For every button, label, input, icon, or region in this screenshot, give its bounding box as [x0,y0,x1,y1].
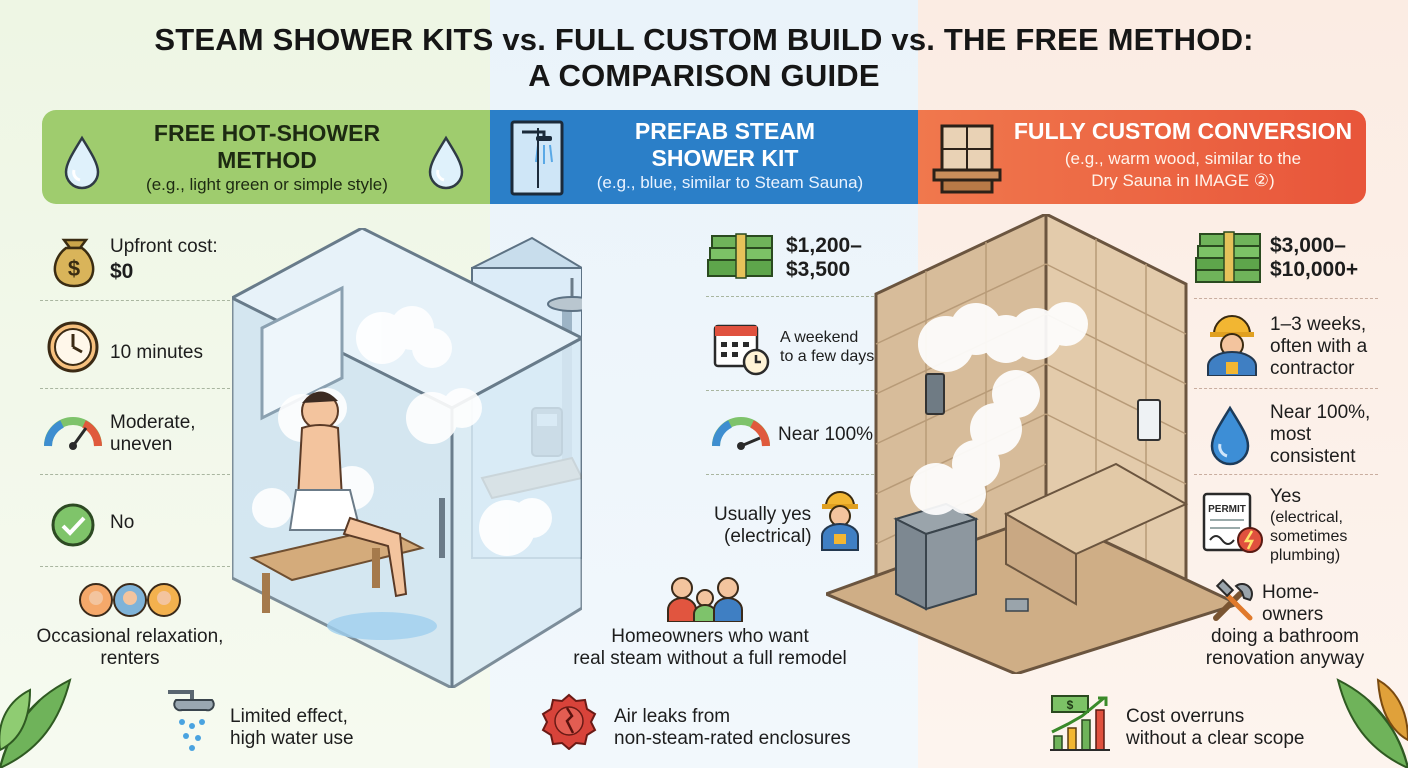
cash-stack-icon [1195,231,1261,283]
kit-permit-value: Usually yes(electrical) [714,504,812,547]
shower-head-icon [168,690,215,751]
free-steam-value: Moderate,uneven [110,412,196,455]
free-method-subtitle: (e.g., light green or simple style) [146,175,388,194]
kit-steam-value: Near 100% [778,424,874,445]
row-divider [1194,388,1378,389]
page-subtitle: A COMPARISON GUIDE [528,58,880,93]
svg-text:$: $ [1067,698,1074,712]
steam-shower-illustration [232,228,582,688]
worker-icon [1207,315,1257,376]
water-drop-icon [1210,405,1250,466]
growth-chart-icon: $ [1050,695,1110,751]
row-divider [706,296,874,297]
free-permit-value: No [110,512,135,533]
free-best-for: Occasional relaxation,renters [36,626,224,669]
money-bag-icon: $ [53,238,95,288]
prefab-kit-subtitle: (e.g., blue, similar to Steam Sauna) [596,173,864,192]
row-divider [40,474,230,475]
broken-seal-icon [541,693,597,750]
cash-stack-icon [707,233,773,279]
row-divider [1194,474,1378,475]
leaf-icon [0,678,72,768]
permit-icon: PERMIT [1202,492,1263,553]
kit-cost-value: $1,200–$3,500 [786,234,862,281]
row-divider [40,566,230,567]
people-icon [79,583,181,617]
water-drop-icon [428,135,464,190]
free-cost-value: $0 [110,260,134,283]
row-divider [40,300,230,301]
permit-badge-text: PERMIT [1208,504,1246,515]
row-divider [40,388,230,389]
calendar-icon [713,324,770,376]
free-drawback: Limited effect,high water use [230,706,354,749]
free-time-value: 10 minutes [110,342,203,363]
tools-icon [1213,578,1253,621]
custom-conversion-header: FULLY CUSTOM CONVERSION (e.g., warm wood… [918,110,1366,204]
custom-cost-value: $3,000–$10,000+ [1270,234,1359,281]
check-icon [51,503,95,547]
leaf-icon [1336,678,1408,768]
gauge-icon [44,417,102,450]
clock-icon [47,321,99,373]
custom-permit-value: Yes (electrical, sometimes plumbing) [1270,486,1348,564]
row-divider [1194,298,1378,299]
shower-enclosure-icon [510,120,564,196]
page-title: STEAM SHOWER KITS vs. FULL CUSTOM BUILD … [154,22,1254,57]
worker-icon [821,491,859,551]
tile-wall-icon [932,124,1002,194]
water-drop-icon [64,135,100,190]
family-icon [667,577,743,622]
svg-text:$: $ [68,256,80,281]
custom-best-for-top: Home-owners [1262,582,1324,625]
free-cost-label: Upfront cost: [110,236,218,257]
gauge-icon [712,417,770,450]
row-divider [706,474,874,475]
custom-conversion-title: FULLY CUSTOM CONVERSION [1013,118,1353,144]
row-divider [706,390,874,391]
custom-steam-room-illustration [826,214,1238,674]
